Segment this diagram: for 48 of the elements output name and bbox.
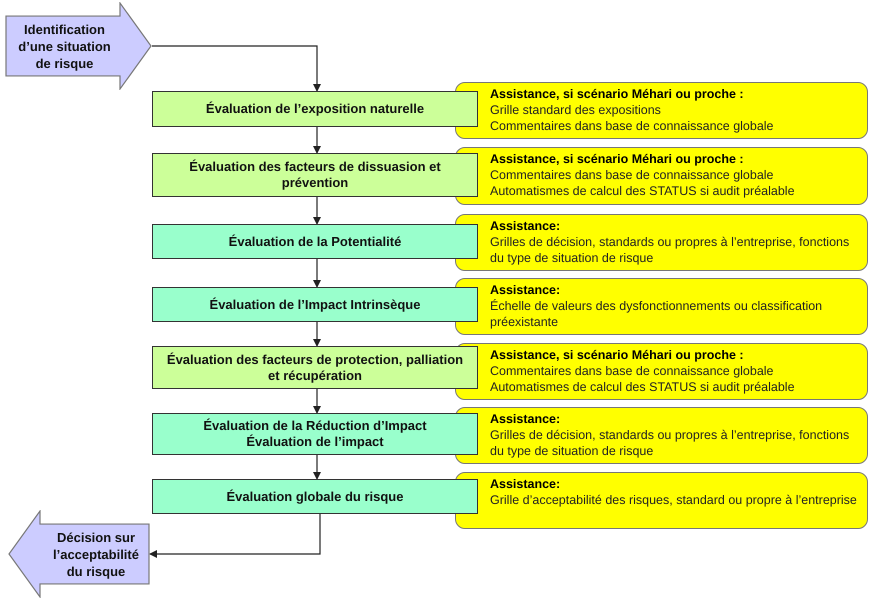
note-text: Automatismes de calcul des STATUS si audit préalable xyxy=(490,379,796,395)
note-box xyxy=(455,472,868,529)
note-box xyxy=(455,407,868,464)
process-box xyxy=(152,346,478,389)
note-text: Grilles de décision, standards ou propres à l’entreprise, fonctions du type de situation de risque xyxy=(490,234,850,266)
arrow xyxy=(313,389,321,414)
process-box xyxy=(152,413,478,455)
note-text: Automatismes de calcul des STATUS si audit préalable xyxy=(490,183,796,199)
arrow xyxy=(313,322,321,347)
note-heading: Assistance: xyxy=(490,282,562,298)
process-box xyxy=(152,224,478,259)
process-box xyxy=(152,153,478,197)
note-heading: Assistance, si scénario Méhari ou proche : xyxy=(490,151,745,167)
arrow xyxy=(149,514,321,558)
arrow xyxy=(313,127,321,154)
note-text: Échelle de valeurs des dysfonctionnements ou classification préexistante xyxy=(490,298,824,330)
step-label: Évaluation de l’Impact Intrinsèque xyxy=(210,296,420,312)
note-heading: Assistance: xyxy=(490,411,562,427)
note-box xyxy=(455,214,868,271)
step-label: Évaluation de la Réduction d’Impact xyxy=(203,418,427,434)
step-label: Évaluation de l’exposition naturelle xyxy=(206,101,424,117)
process-box xyxy=(152,479,478,514)
note-text: Grille d’acceptabilité des risques, standard ou propre à l’entreprise xyxy=(490,492,858,508)
arrow-label: Identification d’une situation de risque xyxy=(17,20,112,72)
note-text: Commentaires dans base de connaissance globale xyxy=(490,167,775,183)
step-label: Évaluation de l’impact xyxy=(246,434,384,450)
note-box xyxy=(455,82,868,139)
arrow xyxy=(152,45,321,92)
note-text: Grille standard des expositions xyxy=(490,102,662,118)
step-label: Évaluation de la Potentialité xyxy=(228,234,402,250)
arrow xyxy=(313,197,321,225)
process-box xyxy=(152,287,478,322)
note-heading: Assistance: xyxy=(490,476,562,492)
arrow xyxy=(313,455,321,480)
arrow-label: Décision sur l’acceptabilité du risque xyxy=(52,528,140,580)
note-text: Grilles de décision, standards ou propres à l’entreprise, fonctions du type de situation de risque xyxy=(490,427,850,459)
note-text: Commentaires dans base de connaissance globale xyxy=(490,363,775,379)
note-heading: Assistance, si scénario Méhari ou proche : xyxy=(490,347,745,363)
arrow xyxy=(313,259,321,288)
step-label: Évaluation des facteurs de dissuasion et prévention xyxy=(188,159,442,191)
note-heading: Assistance, si scénario Méhari ou proche : xyxy=(490,86,745,102)
process-box xyxy=(152,91,478,127)
step-label: Évaluation globale du risque xyxy=(226,488,404,504)
note-heading: Assistance: xyxy=(490,218,562,234)
note-box xyxy=(455,147,868,205)
note-box xyxy=(455,278,868,335)
step-label: Évaluation des facteurs de protection, palliation et récupération xyxy=(166,352,464,384)
note-text: Commentaires dans base de connaissance globale xyxy=(490,118,775,134)
